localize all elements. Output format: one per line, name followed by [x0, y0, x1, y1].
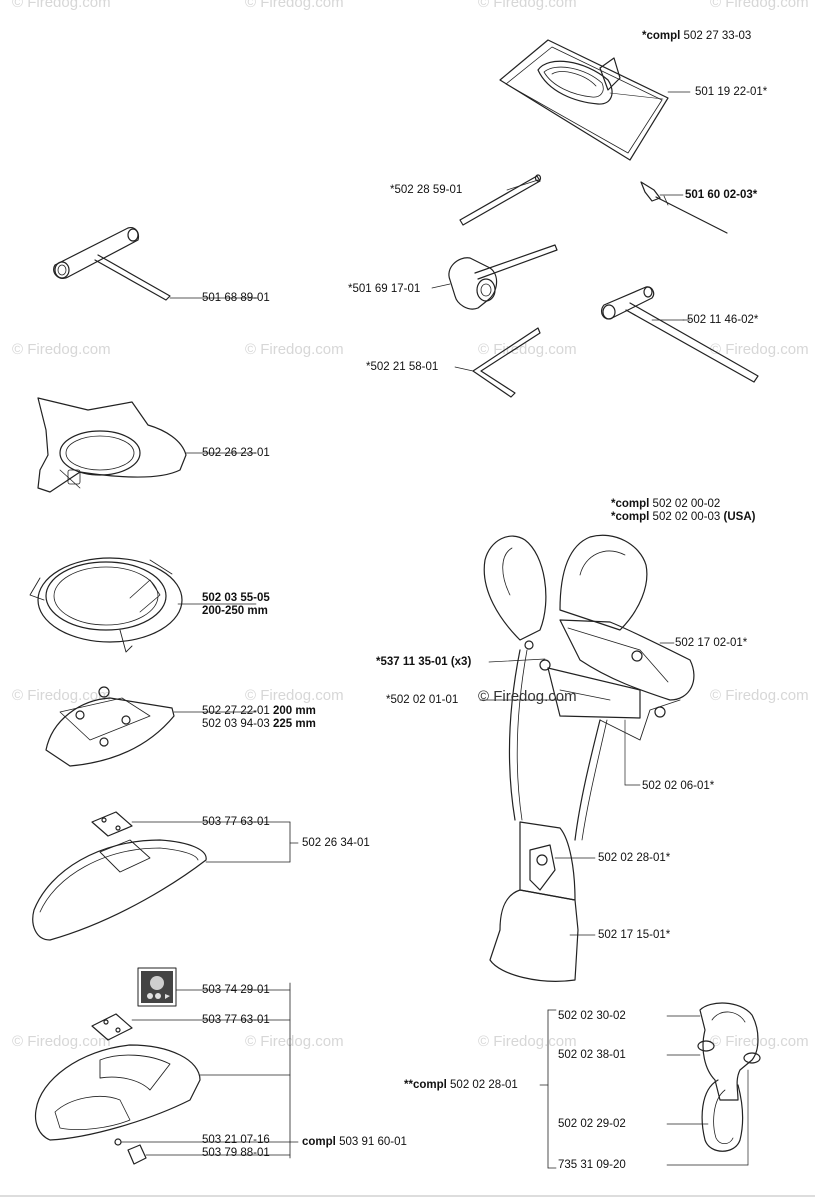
saw-guard-225-label: 502 03 94-03 225 mm: [202, 718, 316, 730]
guard-plate-drawing: [37, 397, 257, 493]
hook-part-1-label: 502 02 30-02: [558, 1010, 626, 1022]
saw-guard-drawing: [45, 686, 257, 767]
trimmer-guard-drawing: [32, 811, 299, 941]
t-wrench-drawing: [600, 286, 759, 383]
leader-lines: [506, 91, 691, 321]
watermark: © Firedog.com: [478, 341, 577, 358]
plate-part-label: 503 77 63-01: [202, 1014, 270, 1026]
small-wrench-part-label: 501 68 89-01: [202, 292, 270, 304]
hook-kit-label: **compl 502 02 28-01: [404, 1079, 518, 1091]
hook-part-4-label: 735 31 09-20: [558, 1159, 626, 1171]
saw-blade-part-label: 502 03 55-05: [202, 592, 270, 604]
watermark: © Firedog.com: [12, 0, 111, 11]
socket-wrench-drawing: [431, 244, 558, 310]
buckle-part-label: *537 11 35-01 (x3): [376, 656, 472, 668]
watermark: © Firedog.com: [478, 0, 577, 11]
watermark: © Firedog.com: [245, 1033, 344, 1050]
saw-blade-drawing: [29, 557, 257, 653]
watermark: © Firedog.com: [245, 341, 344, 358]
guard-plate-part-label: 502 26 23-01: [202, 447, 270, 459]
screwdriver-drawing: [640, 181, 728, 234]
harness-compl-label-1: *compl 502 02 00-02: [611, 498, 721, 510]
saw-blade-size-label: 200-250 mm: [202, 605, 268, 617]
watermark: © Firedog.com: [710, 687, 809, 704]
knife-part-label: 503 21 07-16: [202, 1134, 270, 1146]
rod-part-label: *502 28 59-01: [390, 184, 463, 196]
watermark: © Firedog.com: [12, 1033, 111, 1050]
t-wrench-part-label: 502 11 46-02*: [687, 314, 759, 326]
strap-clip-part-label: 502 02 06-01*: [642, 780, 715, 792]
hex-key-part-label: *502 21 58-01: [366, 361, 439, 373]
socket-wrench-part-label: *501 69 17-01: [348, 283, 421, 295]
watermark: © Firedog.com: [710, 1033, 809, 1050]
harness-compl-label-2: *compl 502 02 00-03 (USA): [611, 511, 756, 523]
watermark: © Firedog.com: [710, 341, 809, 358]
rod-drawing: [459, 174, 542, 226]
watermark-center: © Firedog.com: [478, 688, 577, 705]
tool-bag-drawing: [499, 39, 669, 161]
hook-part-2-label: 502 02 38-01: [558, 1049, 626, 1061]
saw-guard-200-label: 502 27 22-01 200 mm: [202, 705, 316, 717]
shoulder-strap-part-label: 502 17 02-01*: [675, 637, 748, 649]
bag-part-label: 501 19 22-01*: [695, 86, 768, 98]
watermark: © Firedog.com: [12, 341, 111, 358]
harness-drawing: [479, 534, 695, 982]
small-wrench-drawing: [53, 227, 259, 301]
watermark: © Firedog.com: [245, 687, 344, 704]
watermark: © Firedog.com: [12, 687, 111, 704]
hook-part-3-label: 502 02 29-02: [558, 1118, 626, 1130]
watermark: © Firedog.com: [245, 0, 344, 11]
hook-part-label: 502 02 28-01*: [598, 852, 671, 864]
trimmer-guard-part-label: 502 26 34-01: [302, 837, 370, 849]
bracket-part-label: 503 79 88-01: [202, 1147, 270, 1159]
watermark: © Firedog.com: [710, 0, 809, 11]
screwdriver-part-label: 501 60 02-03*: [685, 189, 758, 201]
trimmer-plate-part-label: 503 77 63-01: [202, 816, 270, 828]
hex-key-drawing: [454, 327, 541, 398]
watermark: © Firedog.com: [478, 1033, 577, 1050]
hook-kit-drawing: [539, 1002, 761, 1169]
decal-part-label: 503 74 29-01: [202, 984, 270, 996]
guard-kit-drawing: [34, 967, 299, 1165]
hip-pad-part-label: 502 17 15-01*: [598, 929, 671, 941]
guard-kit-label: compl 503 91 60-01: [302, 1136, 407, 1148]
harness-plate-part-label: *502 02 01-01: [386, 694, 459, 706]
harness-bag-compl-label: *compl 502 27 33-03: [642, 30, 752, 42]
